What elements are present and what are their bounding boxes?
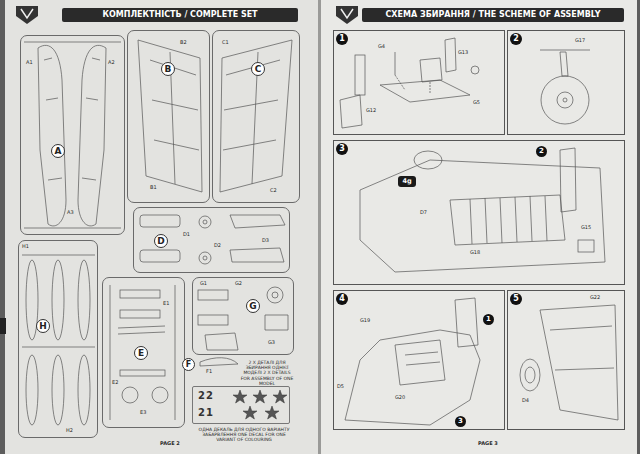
part-number: D2 [214,243,221,249]
part-number: E2 [112,380,118,386]
part-number: B2 [180,40,187,46]
sprue-letter: A [51,144,65,158]
part-number: G18 [470,250,480,256]
part-number: C1 [222,40,229,46]
sprue-frame: H [18,240,98,438]
part-number: D5 [337,384,344,390]
step-panel: 5 [507,290,625,430]
step-number: 3 [336,143,348,155]
note: 2 Х ДЕТАЛІ ДЛЯ ЗБИРАННЯ ОДНІЄЇ МОДЕЛІ 2 … [240,360,294,386]
part-number: G5 [473,100,480,106]
logo [336,6,358,24]
part-number: G1 [200,281,207,287]
part-number: G3 [268,340,275,346]
sprue-frame: G [192,277,294,355]
part-number: D4 [522,398,529,404]
gutter [318,0,321,454]
header-text: КОМПЛЕКТНІСТЬ / COMPLETE SET [102,8,257,22]
part-number: G19 [360,318,370,324]
header-band: КОМПЛЕКТНІСТЬ / COMPLETE SET [62,8,298,22]
sprue-letter: E [134,346,148,360]
part-number: D7 [420,210,427,216]
step-number: 2 [510,33,522,45]
sprue-letter: C [251,62,265,76]
page-number: PAGE 2 [160,441,180,447]
part-number: D1 [183,232,190,238]
part-number: C2 [270,188,277,194]
decal-sheet: 2221 [192,386,290,424]
decal-stars [233,390,287,419]
part-number: G17 [575,38,585,44]
step-panel: 3 2 4g [333,140,625,285]
callout-circle: 1 [483,314,494,325]
decal-number: 22 [198,390,214,402]
header-text: СХЕМА ЗБИРАННЯ / THE SCHEME OF ASSEMBLY [386,8,601,22]
part-number: H1 [22,244,29,250]
page-number: PAGE 3 [478,441,498,447]
part-number: E1 [163,301,169,307]
step-number: 4 [336,293,348,305]
part-number: F1 [206,369,212,375]
part-number: A2 [108,60,115,66]
callout-number: 2 [536,146,547,157]
part-number: A3 [67,210,74,216]
callout-circle: 2 [536,146,547,157]
step-number: 1 [336,33,348,45]
sprue-frame: C [212,30,300,203]
sprue-letter: G [246,299,260,313]
sprue-frame: E [102,277,185,428]
step-number: 5 [510,293,522,305]
logo [16,6,38,24]
sprue-letter: F [183,359,194,370]
decal-number: 21 [198,407,214,419]
header-band: СХЕМА ЗБИРАННЯ / THE SCHEME OF ASSEMBLY [362,8,624,22]
part-number: B1 [150,185,157,191]
note: ОДНА ДЕКАЛЬ ДЛЯ ОДНОГО ВАРІАНТУ ЗАБАРВЛЕ… [196,427,292,443]
sprue-letter: B [161,62,175,76]
step-panel: 4 1 3 [333,290,505,430]
part-number: D3 [262,238,269,244]
callout-circle: 3 [455,416,466,427]
part-number: G15 [581,225,591,231]
right-page [321,0,637,454]
part-number: G20 [395,395,405,401]
page-tab [0,318,6,334]
sprue-letter: D [154,234,168,248]
part-number: G4 [378,44,385,50]
part-number: G12 [366,108,376,114]
part-number: E3 [140,410,146,416]
step-panel: 1 [333,30,505,135]
sprue-frame: B [127,30,210,203]
weight-text: 4g [402,176,411,187]
part-number: A1 [26,60,33,66]
callout-number: 3 [455,416,466,427]
step-panel: 2 [507,30,625,135]
assembly-art [340,38,618,425]
callout-number: 1 [483,314,494,325]
part-number: H2 [66,428,73,434]
sprue-letter-circle: F [182,358,195,371]
part-number: G13 [458,50,468,56]
weight-tag: 4g [398,176,416,187]
part-number: G2 [235,281,242,287]
part-number: G22 [590,295,600,301]
sprue-letter: H [36,319,50,333]
left-page [5,0,318,454]
